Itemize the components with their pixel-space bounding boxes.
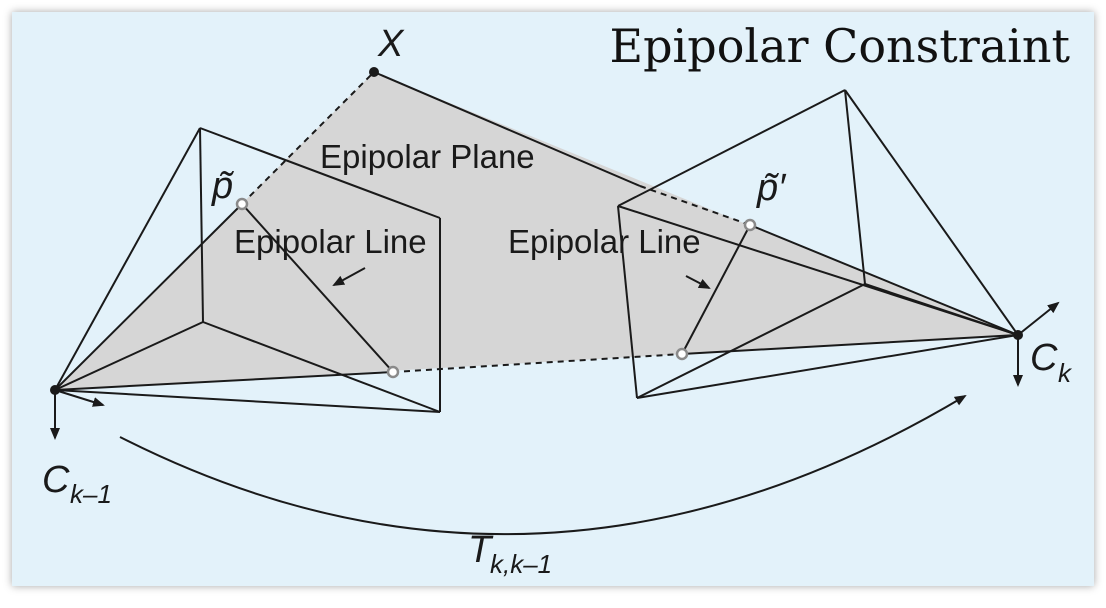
image-point-p — [235, 197, 249, 211]
left-epipolar-line-pointer — [332, 267, 366, 286]
svg-text:T: T — [468, 529, 494, 571]
svg-text:k: k — [1058, 358, 1073, 388]
world-point-label: X — [377, 23, 405, 65]
svg-text:C: C — [1030, 337, 1058, 379]
diagram-title: Epipolar Constraint — [610, 19, 1071, 73]
transform-label: T k,k–1 — [468, 529, 552, 579]
left-epipole — [386, 365, 400, 379]
p-left-label: p̃ — [211, 165, 235, 207]
right-epipolar-line — [681, 224, 751, 355]
svg-text:k–1: k–1 — [70, 479, 112, 509]
camera-curr-axes — [1013, 301, 1060, 387]
world-point-x — [369, 67, 379, 77]
projection-rays — [54, 71, 1019, 391]
right-epipole — [675, 347, 689, 361]
image-point-p-prime — [743, 218, 757, 232]
svg-text:C: C — [42, 459, 70, 501]
camera-prev-label: C k–1 — [42, 459, 112, 509]
epipolar-plane-fill — [55, 72, 1018, 390]
p-right-label: p̃′ — [756, 167, 787, 209]
camera-curr-label: C k — [1030, 337, 1073, 388]
left-epipolar-line — [241, 203, 394, 373]
right-camera-frustum — [617, 89, 1019, 399]
left-camera-frustum — [54, 127, 441, 413]
svg-text:k,k–1: k,k–1 — [490, 549, 552, 579]
epipolar-line-left-label: Epipolar Line — [234, 223, 427, 260]
camera-prev-axes — [50, 389, 105, 440]
right-epipolar-line-pointer — [685, 275, 711, 289]
transform-arc — [119, 394, 967, 536]
epipolar-plane-label: Epipolar Plane — [320, 138, 535, 175]
epipolar-line-right-label: Epipolar Line — [508, 223, 701, 260]
